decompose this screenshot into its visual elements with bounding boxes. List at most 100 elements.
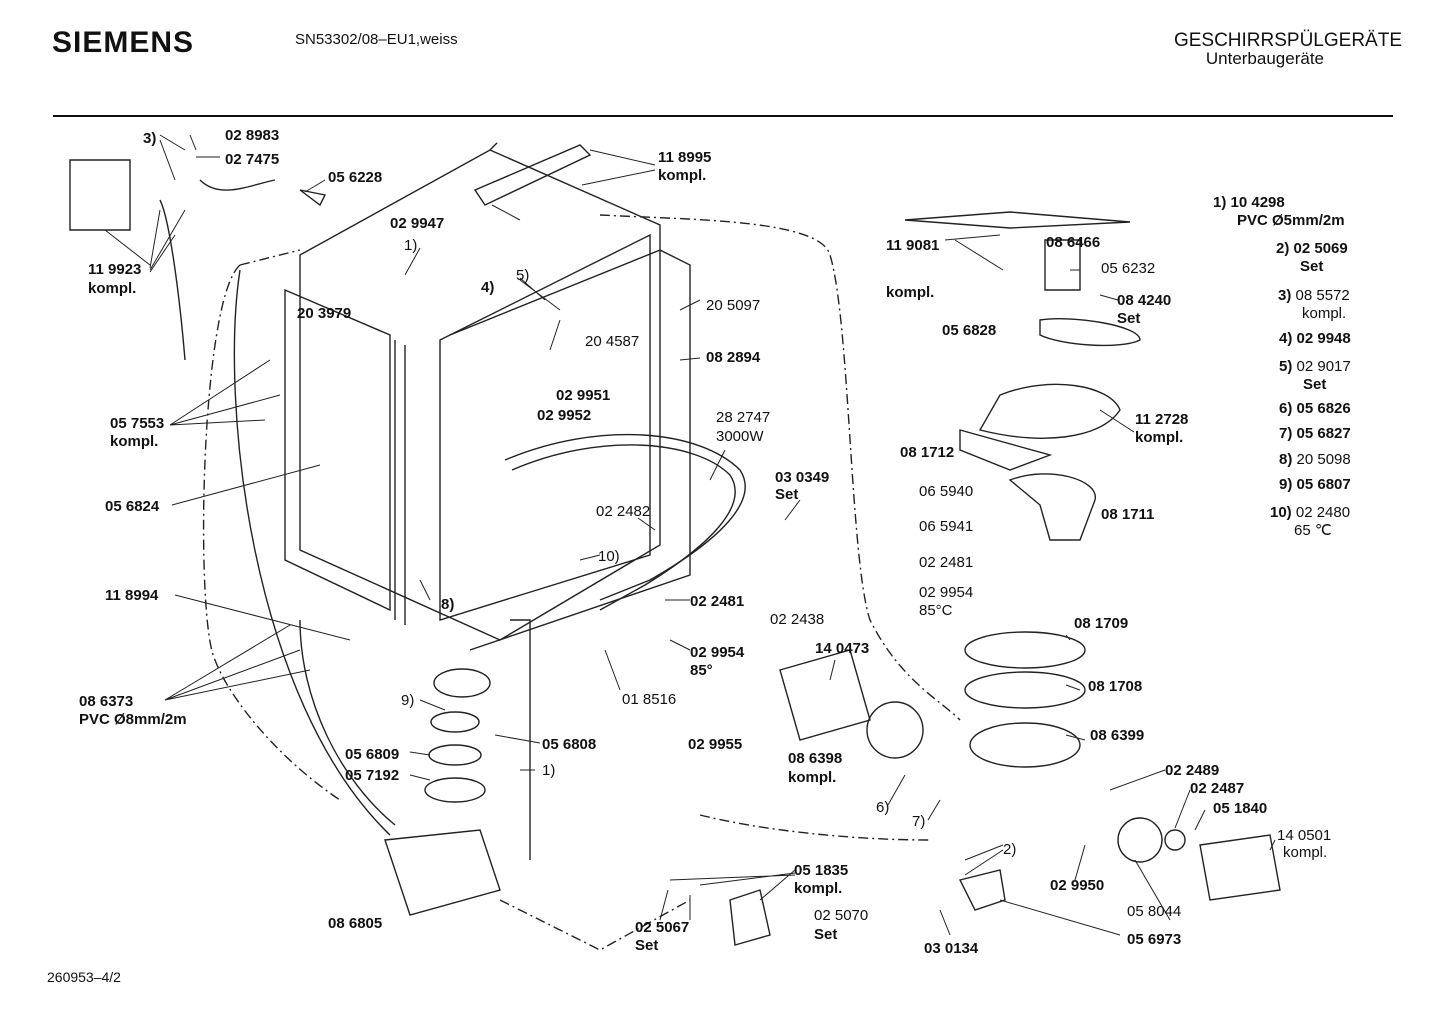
part-number-label: 01 8516 [622,691,676,708]
part-number-label: 02 9955 [688,736,742,753]
legend-entry: 9) 05 6807 [1279,476,1351,494]
filter-disc [978,383,1121,439]
legend-part-number: 05 6807 [1296,476,1351,493]
bracket-set [1039,318,1141,347]
part-number-label: Set [814,926,837,943]
valve-bracket [729,889,771,946]
legend-detail: Set [1303,376,1327,393]
hose-clip [199,179,276,191]
sump-housing [384,829,501,916]
legend-num: 2) [1276,240,1294,257]
legend-part-number: 02 9017 [1296,358,1351,375]
hose-right [510,619,531,860]
part-number-label: 9) [401,692,414,709]
part-number-label: Set [775,486,798,503]
part-number-label: 85°C [919,602,953,619]
part-number-label: 08 6805 [328,915,382,932]
part-number-label: 8) [441,596,454,613]
part-number-label: 4) [481,279,494,296]
legend-detail: kompl. [1302,305,1347,322]
pump-cover [1117,817,1163,863]
part-number-label: 08 6466 [1046,234,1100,251]
part-number-label: kompl. [794,880,842,897]
part-number-label: 11 9923 [88,261,141,278]
part-number-label: 02 5070 [814,907,868,924]
part-number-label: 02 5067 [635,919,689,936]
outline-dash-bottom [499,814,931,951]
legend-part-number: 05 6826 [1296,400,1351,417]
part-number-label: 02 2438 [770,611,824,628]
part-number-label: 1) [404,237,417,254]
part-number-label: 02 9954 [919,584,973,601]
leader-lines [104,134,1276,936]
inlet-fitting [299,189,327,207]
legend-num: 9) [1279,476,1297,493]
document-number: 260953–4/2 [47,969,121,985]
door-seal [449,249,691,651]
part-number-label: 08 4240 [1117,292,1171,309]
part-number-label: 03 0134 [924,940,979,957]
legend-num: 5) [1279,358,1297,375]
coarse-filter [1008,473,1096,541]
part-number-label: 2) [1003,841,1016,858]
part-number-label: 08 6399 [1090,727,1144,744]
drain-pump [1199,834,1281,901]
part-number-label: 1) [542,762,555,779]
tub-inner [394,233,651,625]
part-number-label: 08 6398 [788,750,842,767]
part-number-label: 02 2482 [596,503,650,520]
sump-086399 [969,722,1081,768]
spray-arm [904,211,1131,229]
micro-filter [959,429,1053,471]
part-number-label: 02 2487 [1190,780,1244,797]
part-number-label: 14 0473 [815,640,869,657]
legend-num: 10) [1270,504,1296,521]
part-number-label: 06 5940 [919,483,973,500]
part-number-label: 05 8044 [1127,903,1181,920]
legend-part-number: 08 5572 [1295,287,1350,304]
part-number-label: 11 8995 [658,149,711,166]
legend-part-number: 10 4298 [1230,194,1285,211]
spray-arm-filter [1044,239,1081,291]
legend-num: 1) [1213,194,1231,211]
part-number-label: 11 8994 [105,587,159,604]
door-panel [284,288,391,612]
legend-num: 6) [1279,400,1297,417]
part-number-label: 02 9951 [556,387,610,404]
part-number-label: 05 6809 [345,746,399,763]
heating-element-inner [511,444,736,611]
part-number-label: 02 8983 [225,127,279,144]
inlet-hose [159,199,186,361]
part-number-label: kompl. [110,433,158,450]
legend-num: 7) [1279,425,1297,442]
circulation-pump [779,649,871,741]
ring-081709 [964,631,1086,669]
pump-volute [866,701,924,759]
hose-left [233,269,391,836]
part-number-label: 28 2747 [716,409,770,426]
part-number-label: 02 7475 [225,151,279,168]
part-number-label: 3000W [716,428,764,445]
outline-dash-left [202,264,341,801]
part-number-label: 05 6828 [942,322,996,339]
part-number-label: 08 2894 [706,349,761,366]
legend-num: 3) [1278,287,1296,304]
seal-ring-3 [430,711,480,733]
brand-logo: SIEMENS [52,26,195,59]
part-number-label: 20 4587 [585,333,639,350]
legend-entry: 4) 02 9948 [1279,330,1351,348]
part-number-label: 03 0349 [775,469,829,486]
part-number-label: 3) [143,130,156,147]
part-number-label: 08 6373 [79,693,133,710]
part-number-label: Set [1117,310,1140,327]
seal-ring [424,777,486,803]
legend-entry: 7) 05 6827 [1279,425,1351,443]
part-number-label: 20 3979 [297,305,351,322]
part-number-label: 06 5941 [919,518,973,535]
part-number-label: 05 6808 [542,736,596,753]
water-softener [69,159,131,231]
